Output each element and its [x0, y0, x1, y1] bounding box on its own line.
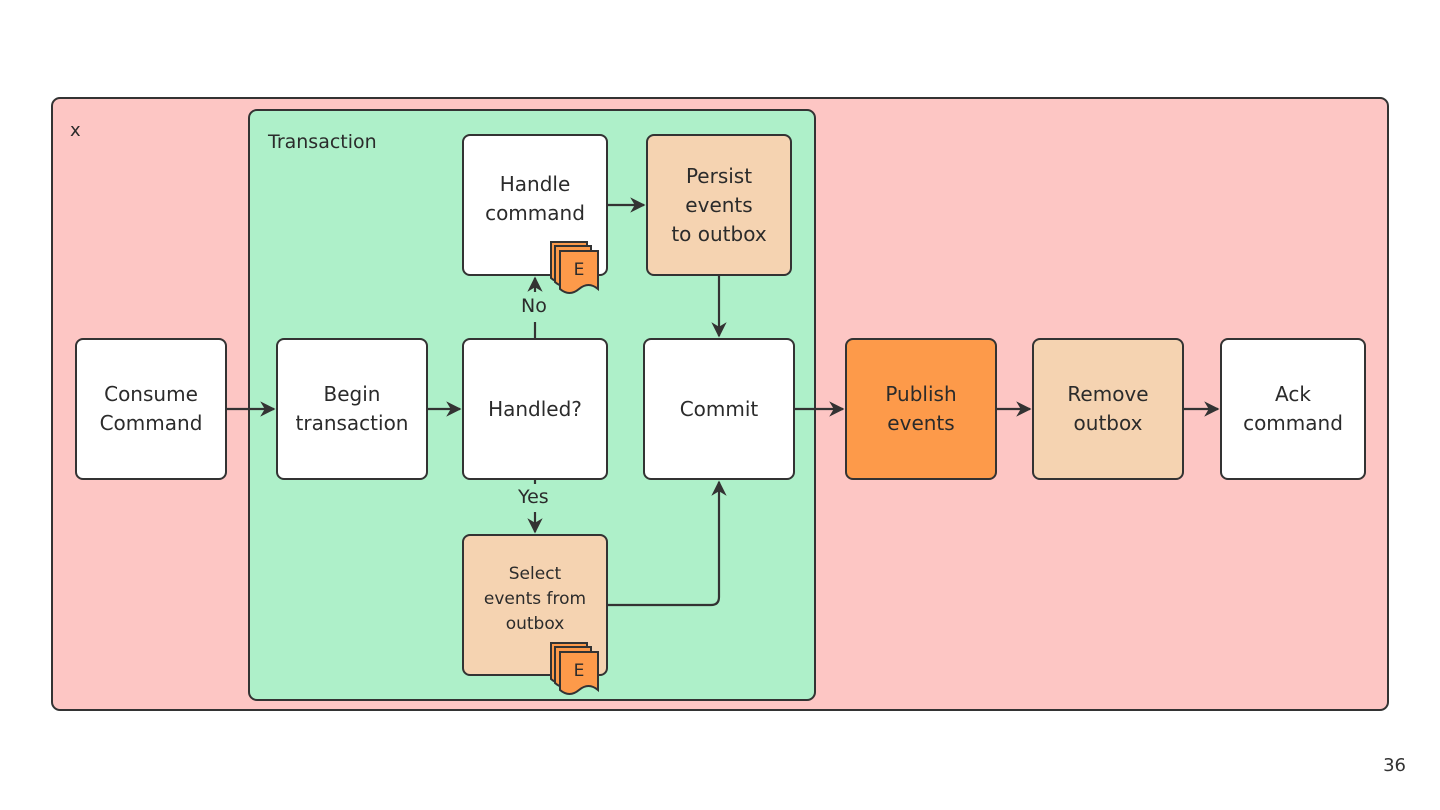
node-ack-command[interactable]: Ack command	[1220, 338, 1366, 480]
node-begin-transaction[interactable]: Begin transaction	[276, 338, 428, 480]
node-consume-command[interactable]: Consume Command	[75, 338, 227, 480]
node-persist-events[interactable]: Persist events to outbox	[646, 134, 792, 276]
outer-container-label: x	[70, 120, 81, 141]
page-number: 36	[1383, 755, 1406, 776]
node-remove-outbox[interactable]: Remove outbox	[1032, 338, 1184, 480]
transaction-label: Transaction	[268, 131, 377, 153]
node-handled-decision[interactable]: Handled?	[462, 338, 608, 480]
node-select-events[interactable]: Select events from outbox	[462, 534, 608, 676]
edge-label-yes: Yes	[516, 486, 551, 508]
edge-label-no: No	[519, 295, 549, 317]
node-publish-events[interactable]: Publish events	[845, 338, 997, 480]
node-handle-command[interactable]: Handle command	[462, 134, 608, 276]
node-commit[interactable]: Commit	[643, 338, 795, 480]
